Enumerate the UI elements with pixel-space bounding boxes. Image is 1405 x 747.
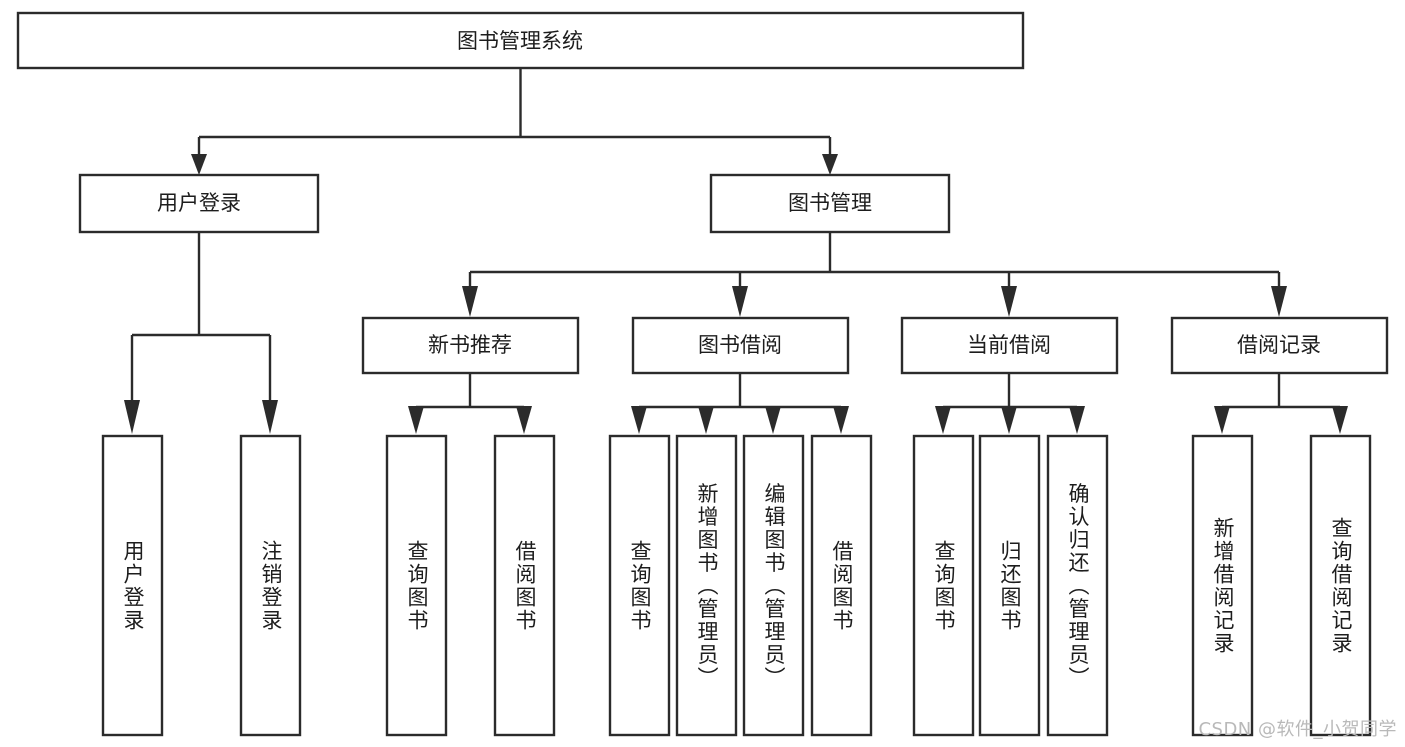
- leaf-bb-borrow-book-box[interactable]: [810, 434, 873, 737]
- arrow-head-leaf-borrow-book-1: [516, 406, 532, 434]
- leaf-bb-add-book-label: 新增图书（管理员）: [695, 483, 719, 690]
- leaf-bb-edit-book[interactable]: 编辑图书（管理员）: [742, 434, 805, 737]
- leaf-br-query-record-box[interactable]: [1309, 434, 1372, 737]
- leaf-br-query-record-label: 查询借阅记录: [1329, 517, 1353, 655]
- leaf-cb-return-book-label: 归还图书: [998, 540, 1022, 632]
- leaf-bb-borrow-book[interactable]: 借阅图书: [810, 434, 873, 737]
- leaf-logout-label: 注销登录: [259, 540, 283, 632]
- arrow-head-leaf-edit-book: [765, 406, 781, 434]
- arrow-head-book-mgmt: [822, 154, 838, 175]
- arrow-head-leaf-add-book: [698, 406, 714, 434]
- leaf-br-add-record-label: 新增借阅记录: [1211, 517, 1235, 655]
- connector-group-root: [191, 68, 838, 175]
- leaf-cb-query-book-box[interactable]: [912, 434, 975, 737]
- leaf-user-login[interactable]: 用户登录: [101, 434, 164, 737]
- node-new-book-recommend-label: 新书推荐: [428, 333, 512, 357]
- arrow-head-book-borrow: [732, 286, 748, 317]
- leaf-cb-confirm-return-box[interactable]: [1046, 434, 1109, 737]
- leaf-bb-add-book-box[interactable]: [675, 434, 738, 737]
- arrow-head-leaf-logout: [262, 400, 278, 434]
- arrow-head-leaf-add-record: [1214, 406, 1230, 434]
- node-root-system[interactable]: 图书管理系统: [16, 11, 1025, 70]
- node-root-system-label: 图书管理系统: [457, 29, 583, 53]
- leaf-nbr-borrow-book-label: 借阅图书: [513, 540, 537, 632]
- arrow-head-leaf-query-book-1: [408, 406, 424, 434]
- node-new-book-recommend-box[interactable]: [361, 316, 580, 375]
- leaf-nbr-borrow-book-box[interactable]: [493, 434, 556, 737]
- arrow-head-new-book: [462, 286, 478, 317]
- connector-group-user-login: [124, 232, 278, 434]
- arrow-head-user-login: [191, 154, 207, 175]
- leaf-bb-add-book[interactable]: 新增图书（管理员）: [675, 434, 738, 737]
- leaf-bb-borrow-book-label: 借阅图书: [830, 540, 854, 632]
- leaf-user-login-box[interactable]: [101, 434, 164, 737]
- leaf-bb-query-book-box[interactable]: [608, 434, 671, 737]
- node-book-borrow[interactable]: 图书借阅: [631, 316, 850, 375]
- leaf-br-add-record[interactable]: 新增借阅记录: [1191, 434, 1254, 737]
- arrow-head-leaf-query-book-3: [935, 406, 951, 434]
- connector-group-new-book: [408, 373, 532, 434]
- node-new-book-recommend[interactable]: 新书推荐: [361, 316, 580, 375]
- leaf-cb-return-book-box[interactable]: [978, 434, 1041, 737]
- node-root-system-box[interactable]: [16, 11, 1025, 70]
- arrow-head-current-borrow: [1001, 286, 1017, 317]
- watermark-text: CSDN @软件_小贺同学: [1198, 719, 1397, 740]
- node-user-login-box[interactable]: [78, 173, 320, 234]
- node-book-management[interactable]: 图书管理: [709, 173, 951, 234]
- leaf-user-login-label: 用户登录: [121, 540, 145, 632]
- arrow-head-leaf-borrow-book-2: [833, 406, 849, 434]
- node-current-borrow-label: 当前借阅: [967, 333, 1051, 357]
- arrow-head-borrow-record: [1271, 286, 1287, 317]
- arrow-head-leaf-confirm-return: [1069, 406, 1085, 434]
- node-book-borrow-label: 图书借阅: [698, 333, 782, 357]
- leaf-cb-query-book[interactable]: 查询图书: [912, 434, 975, 737]
- leaf-bb-query-book-label: 查询图书: [628, 540, 652, 632]
- node-book-management-label: 图书管理: [788, 191, 872, 215]
- arrow-head-leaf-user-login: [124, 400, 140, 434]
- node-current-borrow[interactable]: 当前借阅: [900, 316, 1119, 375]
- leaf-cb-return-book[interactable]: 归还图书: [978, 434, 1041, 737]
- leaf-br-query-record[interactable]: 查询借阅记录: [1309, 434, 1372, 737]
- leaf-logout-box[interactable]: [239, 434, 302, 737]
- node-current-borrow-box[interactable]: [900, 316, 1119, 375]
- node-book-management-box[interactable]: [709, 173, 951, 234]
- leaf-bb-edit-book-label: 编辑图书（管理员）: [762, 483, 786, 690]
- node-book-borrow-box[interactable]: [631, 316, 850, 375]
- node-borrow-record-box[interactable]: [1170, 316, 1389, 375]
- leaf-nbr-query-book-label: 查询图书: [405, 540, 429, 632]
- connector-group-current-borrow: [935, 373, 1085, 434]
- leaf-logout[interactable]: 注销登录: [239, 434, 302, 737]
- leaf-cb-query-book-label: 查询图书: [932, 540, 956, 632]
- arrow-head-leaf-query-book-2: [631, 406, 647, 434]
- node-borrow-record-label: 借阅记录: [1237, 333, 1321, 357]
- connector-group-book-borrow: [631, 373, 849, 434]
- leaf-nbr-query-book[interactable]: 查询图书: [385, 434, 448, 737]
- connector-group-borrow-record: [1214, 373, 1348, 434]
- node-borrow-record[interactable]: 借阅记录: [1170, 316, 1389, 375]
- leaf-cb-confirm-return[interactable]: 确认归还（管理员）: [1046, 434, 1109, 737]
- arrow-head-leaf-return-book: [1001, 406, 1017, 434]
- leaf-cb-confirm-return-label: 确认归还（管理员）: [1066, 483, 1090, 690]
- leaf-br-add-record-box[interactable]: [1191, 434, 1254, 737]
- arrow-head-leaf-query-record: [1332, 406, 1348, 434]
- leaf-bb-query-book[interactable]: 查询图书: [608, 434, 671, 737]
- leaf-bb-edit-book-box[interactable]: [742, 434, 805, 737]
- leaf-nbr-query-book-box[interactable]: [385, 434, 448, 737]
- connector-group-book-mgmt: [462, 232, 1287, 317]
- leaf-nbr-borrow-book[interactable]: 借阅图书: [493, 434, 556, 737]
- node-user-login[interactable]: 用户登录: [78, 173, 320, 234]
- node-user-login-label: 用户登录: [157, 191, 241, 215]
